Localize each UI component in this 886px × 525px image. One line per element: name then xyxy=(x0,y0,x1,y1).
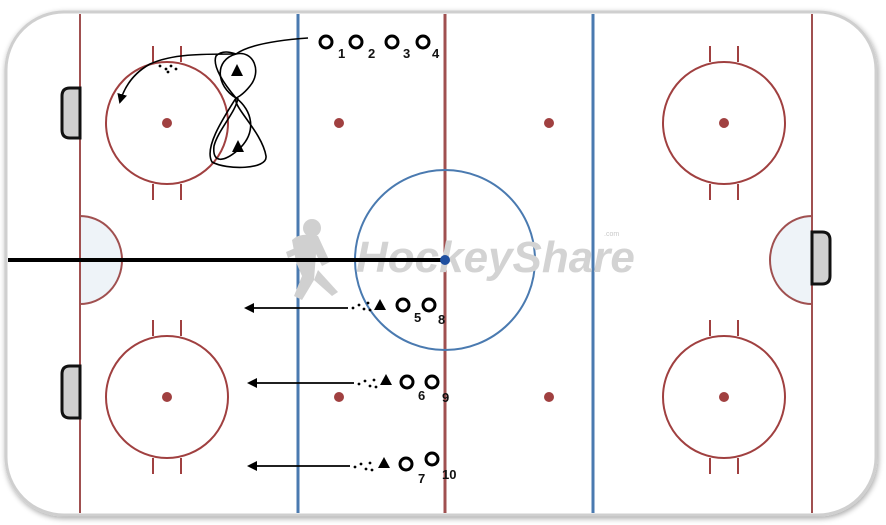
top-cones xyxy=(231,64,244,152)
cone-icon xyxy=(231,64,243,76)
player-o10 xyxy=(424,451,440,467)
player-o2 xyxy=(348,34,364,50)
player-o1-number: 1 xyxy=(338,46,345,61)
cone-icon xyxy=(374,299,386,310)
left-bottom-bench xyxy=(60,364,82,420)
player-o1 xyxy=(318,34,334,50)
rink-boards xyxy=(4,10,878,517)
watermark-brand: HockeyShare xyxy=(356,233,635,282)
row-1-puck-dots xyxy=(351,301,372,312)
left-top-bench xyxy=(60,86,82,140)
watermark-suffix: .com xyxy=(604,231,619,238)
player-o7-number: 7 xyxy=(418,471,425,486)
drill-row-2: 6 9 xyxy=(247,374,449,405)
player-o9 xyxy=(424,374,440,390)
cone-icon xyxy=(378,457,390,468)
skater-silhouette-icon xyxy=(286,219,338,300)
player-o4-number: 4 xyxy=(432,46,440,61)
top-player-group: 1 2 3 4 xyxy=(318,34,440,61)
right-net xyxy=(810,230,832,286)
right-crease xyxy=(769,214,813,306)
cone-icon xyxy=(380,374,392,385)
player-o6-number: 6 xyxy=(418,388,425,403)
player-o3-number: 3 xyxy=(403,46,410,61)
top-figure-eight xyxy=(209,51,267,169)
player-o3 xyxy=(384,34,400,50)
watermark: HockeyShare .com xyxy=(286,219,635,300)
top-puck-dots xyxy=(158,64,178,74)
drill-row-1: 5 8 xyxy=(244,297,445,327)
faceoff-circle-top-left xyxy=(105,46,229,200)
player-o8-number: 8 xyxy=(438,312,445,327)
top-skating-path xyxy=(213,37,309,161)
faceoff-circle-bottom-right xyxy=(662,320,786,474)
top-arrow-path xyxy=(117,53,237,104)
faceoff-circle-top-right xyxy=(662,46,786,200)
player-o9-number: 9 xyxy=(442,390,449,405)
player-o5 xyxy=(395,297,411,313)
player-o7 xyxy=(398,456,414,472)
player-o6 xyxy=(399,374,415,390)
cone-icon xyxy=(232,140,244,152)
drill-row-3: 7 10 xyxy=(247,451,456,486)
player-o2-number: 2 xyxy=(368,46,375,61)
puck xyxy=(440,255,450,265)
faceoff-dots xyxy=(162,118,729,402)
player-o10-number: 10 xyxy=(442,467,456,482)
player-o5-number: 5 xyxy=(414,310,421,325)
row-3-puck-dots xyxy=(353,461,374,472)
player-o8 xyxy=(421,297,437,313)
row-2-puck-dots xyxy=(357,378,378,389)
player-o4 xyxy=(415,34,431,50)
faceoff-circle-bottom-left xyxy=(105,320,229,474)
